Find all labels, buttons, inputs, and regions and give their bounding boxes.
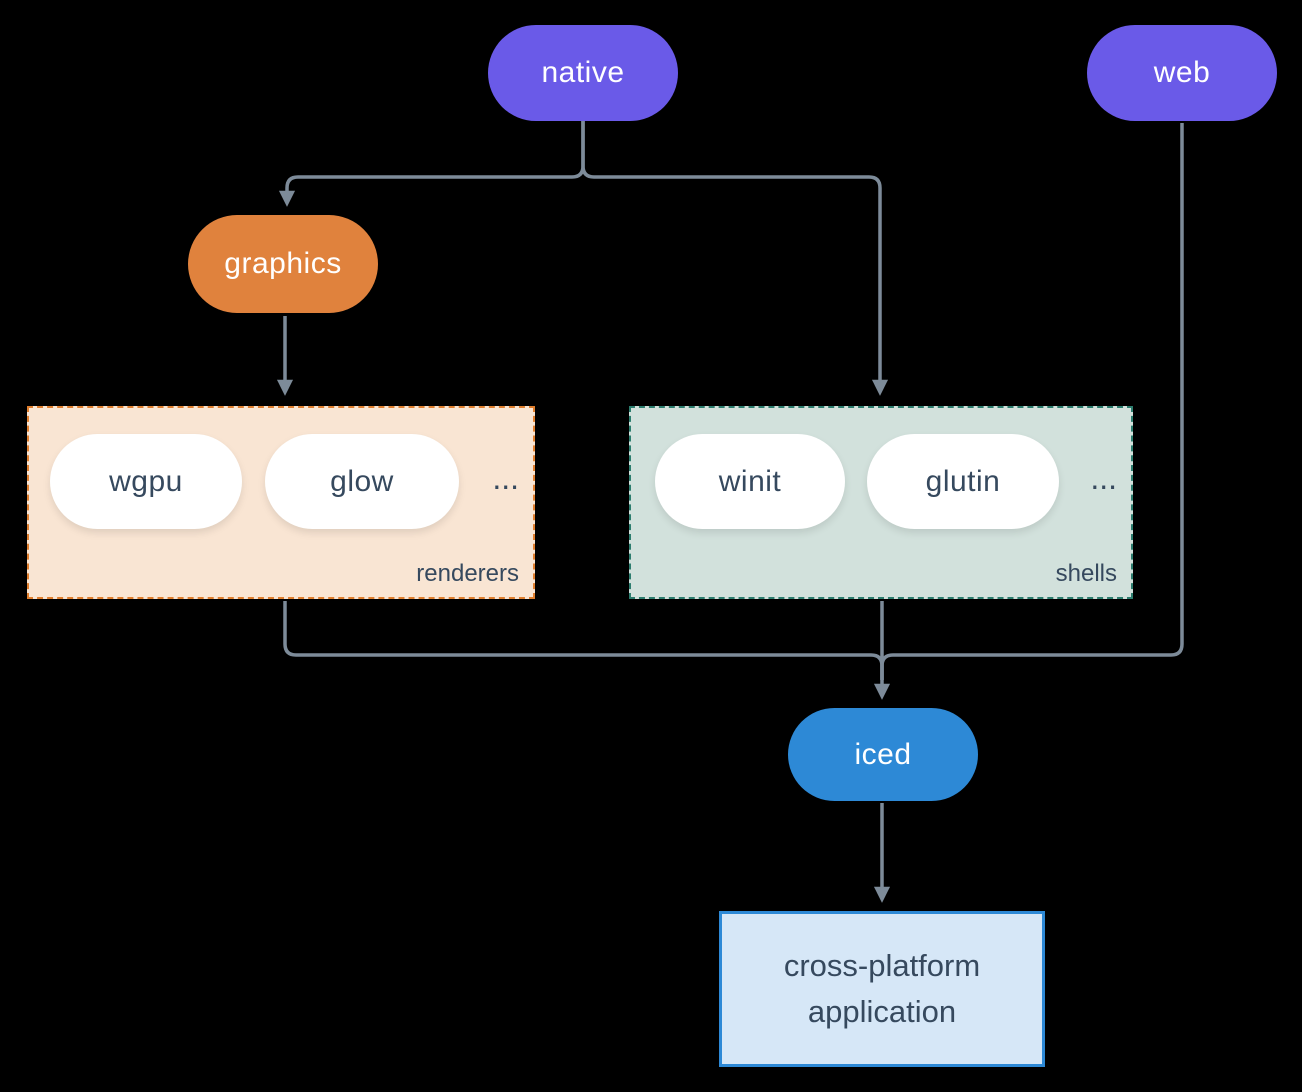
node-web-label: web: [1153, 56, 1211, 89]
node-glutin-label: glutin: [925, 464, 1001, 498]
node-glutin: glutin: [867, 434, 1059, 529]
application-label-line1: cross-platform: [783, 947, 981, 983]
node-glow: glow: [265, 434, 459, 529]
node-iced: iced: [788, 708, 978, 801]
renderers-ellipsis: ...: [492, 460, 519, 496]
node-cross-platform-application: cross-platform application: [719, 911, 1045, 1067]
application-label-line2: application: [807, 994, 957, 1029]
node-web: web: [1087, 25, 1277, 121]
node-iced-label: iced: [854, 737, 912, 771]
node-winit: winit: [655, 434, 845, 529]
node-wgpu-label: wgpu: [109, 464, 183, 498]
node-native: native: [488, 25, 678, 121]
edge-native-to-graphics: [278, 121, 585, 207]
node-graphics-label: graphics: [224, 247, 342, 280]
renderers-group-label: renderers: [416, 560, 519, 587]
node-graphics: graphics: [188, 215, 378, 313]
group-renderers: wgpu glow ... renderers: [27, 406, 535, 599]
edge-renderers-to-iced: [283, 601, 884, 680]
node-wgpu: wgpu: [50, 434, 242, 529]
group-shells: winit glutin ... shells: [629, 406, 1133, 599]
edge-native-to-shells: [581, 121, 889, 396]
shells-group-label: shells: [1055, 560, 1117, 587]
shells-ellipsis: ...: [1090, 460, 1117, 496]
node-winit-label: winit: [718, 464, 782, 498]
node-native-label: native: [541, 56, 625, 89]
node-glow-label: glow: [330, 464, 394, 498]
